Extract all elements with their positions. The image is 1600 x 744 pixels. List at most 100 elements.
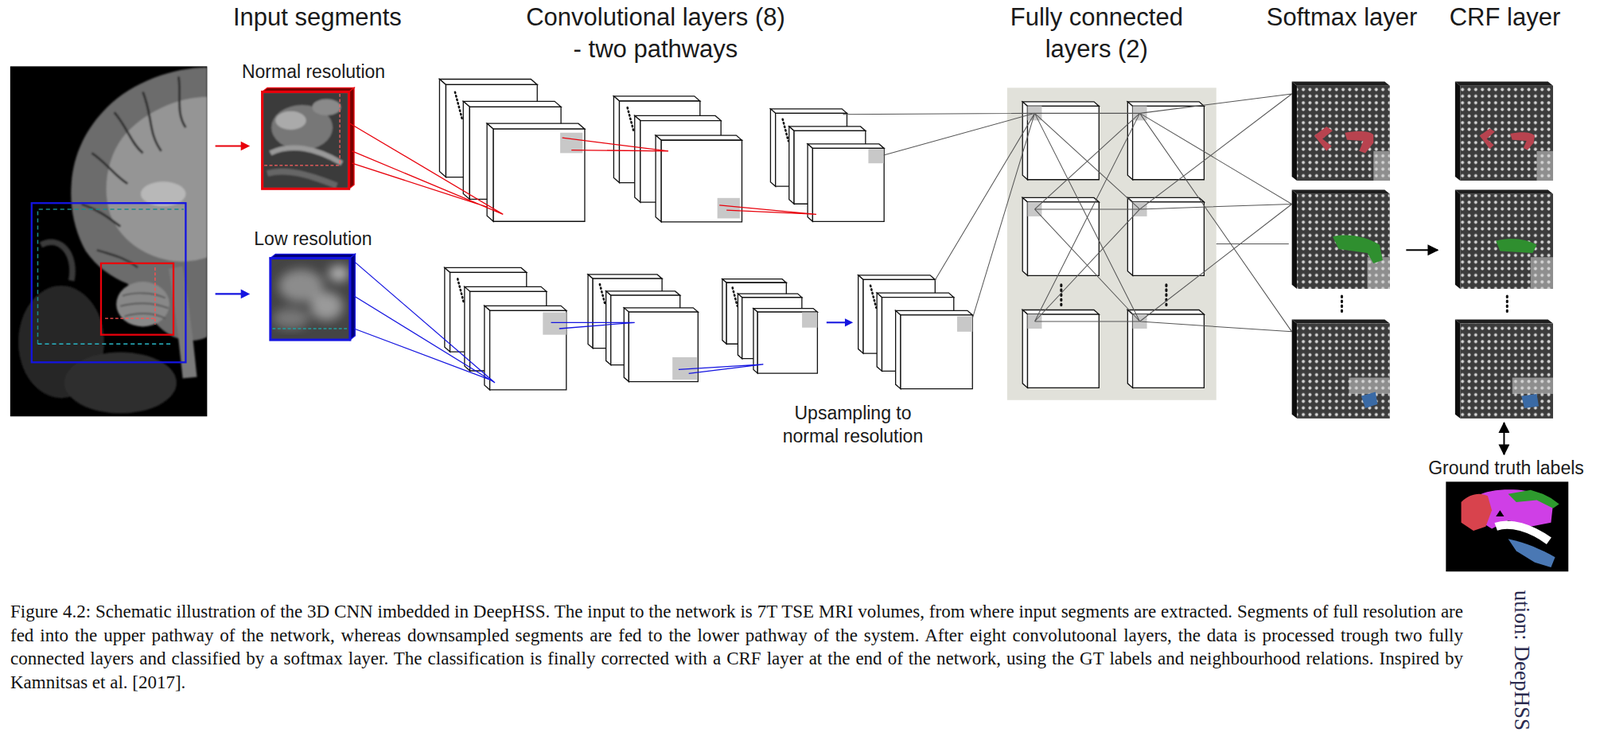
- low-resolution-segment: [272, 264, 349, 329]
- crf-map: [1459, 85, 1554, 181]
- crf-map: [1455, 190, 1554, 195]
- softmax-map: [1292, 81, 1390, 419]
- ground-truth-labels: Ground truth labels: [1426, 456, 1586, 572]
- mri-slice: [97, 249, 138, 268]
- connection-line: [842, 112, 1035, 319]
- layer-heading: CRF layer: [1424, 1, 1585, 34]
- crf-maps: CRF layer: [1452, 79, 1557, 421]
- low-resolution-segment: [270, 257, 351, 340]
- crf-map: [1459, 323, 1554, 419]
- crf-map: [1455, 81, 1460, 181]
- fully-connected-panel: Fully connected layers (2): [1007, 87, 1217, 400]
- figure-caption: Figure 4.2: Schematic illustration of th…: [10, 599, 1464, 694]
- connection-line: [1034, 112, 1140, 322]
- running-header: ution: DeepHSS: [1509, 590, 1535, 731]
- crf-map: [1459, 194, 1554, 289]
- kernel-line: [719, 205, 817, 215]
- mri-slice: [18, 67, 207, 414]
- low-resolution-segment: [270, 253, 355, 340]
- layer-heading: Fully connected layers (2): [992, 1, 1201, 66]
- softmax-maps: Softmax layer: [1288, 79, 1393, 421]
- feed-arrow: [215, 144, 242, 147]
- softmax-map: [1361, 392, 1379, 409]
- connector: [1405, 249, 1438, 251]
- crop-frame: [31, 202, 187, 363]
- upsampling-arrow: [844, 318, 853, 327]
- low-resolution-segment: [270, 257, 351, 340]
- conv-layer-stack: [587, 274, 698, 382]
- normal-resolution-segment: [264, 93, 340, 166]
- normal-resolution-segment: [262, 91, 350, 189]
- column-heading: Convolutional layers (8) - two pathways: [521, 1, 790, 66]
- mri-slice: [10, 66, 208, 417]
- fully-connected-layers: [1007, 87, 1217, 400]
- crf-map: [1459, 85, 1554, 181]
- crf-map: [1521, 393, 1539, 409]
- connection-line: [1140, 93, 1293, 332]
- receptive-field-patch: [542, 311, 566, 335]
- normal-resolution-segment: [270, 147, 343, 164]
- kernel-line: [551, 322, 635, 329]
- input-segment-low: Low resolution: [270, 255, 355, 340]
- kernel-line: [354, 262, 495, 383]
- mri-slice: [143, 91, 162, 151]
- layer-heading: Softmax layer: [1246, 1, 1438, 34]
- softmax-map: [1292, 81, 1297, 181]
- layer-heading: Ground truth labels: [1424, 456, 1589, 480]
- normal-resolution-segment: [311, 98, 341, 116]
- softmax-map: [1292, 81, 1390, 86]
- crop-frame: [101, 263, 174, 335]
- column-heading: Input segments: [214, 1, 421, 34]
- receptive-field-patch: [542, 132, 973, 380]
- conv-layer-stack: [439, 78, 973, 390]
- mri-slice: [178, 76, 186, 128]
- kernel-line: [562, 137, 669, 152]
- softmax-map: [1296, 323, 1390, 419]
- softmax-map: [1296, 323, 1390, 419]
- normal-resolution-segment: [262, 91, 350, 189]
- conv-layer-stack: [444, 267, 567, 390]
- crf-map: [1455, 190, 1460, 289]
- softmax-map: [1292, 319, 1390, 324]
- receptive-field-patch: [717, 198, 740, 219]
- fully-connected-layers: [1007, 87, 1217, 400]
- fully-connected-layers: [1061, 284, 1167, 307]
- fully-connected-layers: [1027, 105, 1148, 329]
- layer-heading: Normal resolution: [229, 60, 398, 84]
- mri-slice: [64, 351, 177, 413]
- conv-layer-stack: [858, 275, 974, 390]
- upsampling-arrow: [826, 318, 853, 327]
- low-resolution-segment: [328, 264, 350, 282]
- ground-truth-image: [1445, 481, 1569, 572]
- normal-resolution-segment: [262, 87, 355, 189]
- crf-map: [1455, 81, 1554, 86]
- softmax-map: [1314, 126, 1333, 152]
- crf-map: [1455, 81, 1554, 419]
- mri-slice: [81, 204, 121, 227]
- crf-map: [1455, 319, 1460, 418]
- connector: [1502, 422, 1505, 455]
- ground-truth-image: [1495, 509, 1504, 517]
- crf-map: [1510, 132, 1535, 150]
- crf-map: [1495, 238, 1537, 254]
- softmax-map: [1340, 295, 1344, 315]
- feed-arrow: [215, 292, 242, 295]
- mri-slice: [91, 152, 128, 183]
- normal-resolution-segment: [267, 171, 337, 187]
- crf-map: [1459, 323, 1554, 419]
- normal-resolution-segment: [262, 91, 350, 189]
- mri-slice: [120, 292, 168, 319]
- mri-slice: [175, 267, 191, 378]
- conv-layer-stack: [439, 78, 585, 222]
- mri-slice: [114, 112, 144, 153]
- kernel-line: [678, 364, 764, 374]
- crf-map: [1506, 295, 1509, 315]
- softmax-map: [1332, 235, 1383, 264]
- kernel-line: [350, 123, 503, 215]
- connection-line: [842, 93, 1292, 332]
- normal-resolution-segment: [275, 111, 306, 130]
- softmax-map: [1296, 194, 1390, 289]
- low-resolution-segment: [310, 291, 343, 321]
- conv-layer-stack: [722, 279, 818, 374]
- low-resolution-segment: [272, 327, 348, 329]
